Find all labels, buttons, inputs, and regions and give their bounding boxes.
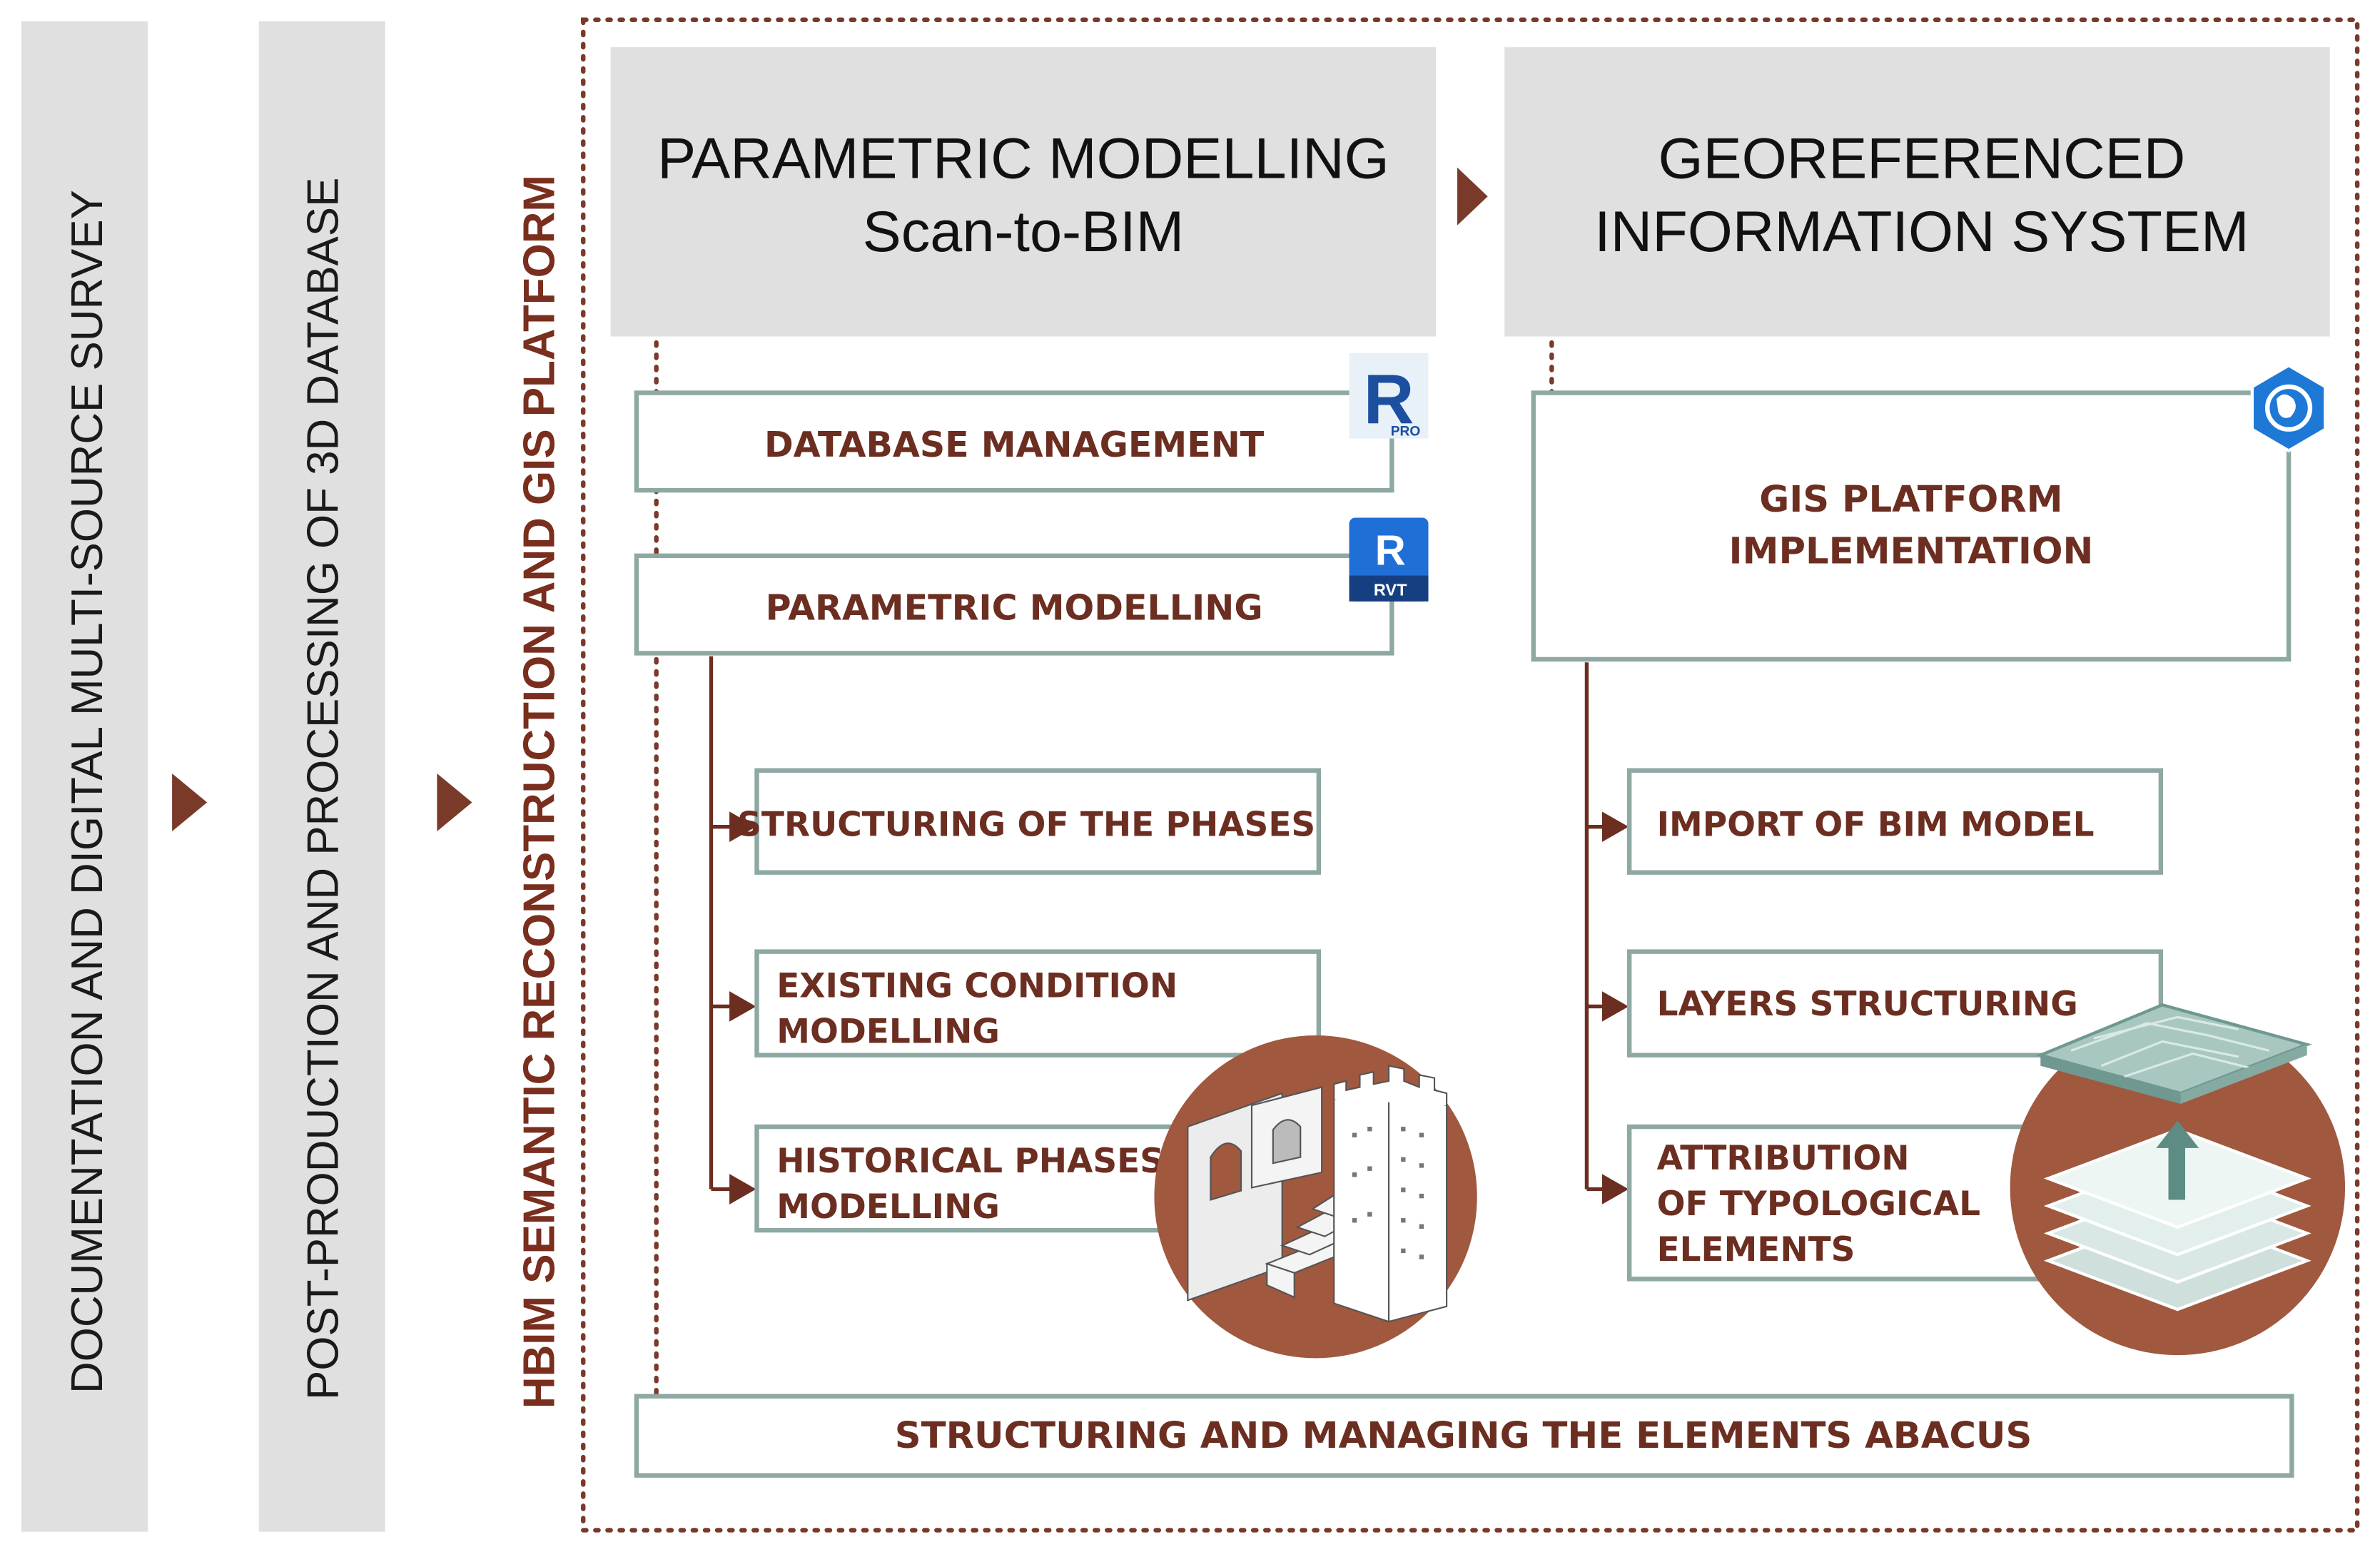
svg-text:R: R (1375, 527, 1406, 574)
abacus-box (634, 1394, 2294, 1478)
stage-arrow-1 (172, 773, 208, 832)
database-management-box (634, 390, 1394, 493)
structuring-phases-box (754, 768, 1322, 875)
revit-pro-icon: R PRO (1349, 353, 1429, 439)
existing-condition-label-1: EXISTING CONDITION (776, 967, 1178, 1006)
database-management-label: DATABASE MANAGEMENT (764, 424, 1265, 465)
attribution-label-3: ELEMENTS (1657, 1230, 1855, 1269)
layers-structuring-label: LAYERS STRUCTURING (1657, 985, 2078, 1024)
gis-platform-box (1531, 390, 2292, 662)
abacus-label: STRUCTURING AND MANAGING THE ELEMENTS AB… (895, 1414, 2032, 1457)
structuring-phases-label: STRUCTURING OF THE PHASES (737, 805, 1315, 844)
svg-text:PRO: PRO (1391, 424, 1421, 439)
import-bim-label: IMPORT OF BIM MODEL (1657, 805, 2095, 844)
gis-header-subtitle: INFORMATION SYSTEM (1594, 200, 2249, 264)
left-tree-lines (709, 656, 756, 1204)
gis-layers-illustration (2010, 1003, 2346, 1356)
attribution-label-1: ATTRIBUTION (1657, 1139, 1910, 1178)
stage-arrow-2 (437, 773, 472, 832)
stage3-label: HBIM SEMANTIC RECONSTRUCTION AND GIS PLA… (515, 175, 564, 1409)
gis-platform-label-2: IMPLEMENTATION (1728, 530, 2093, 573)
architecture-illustration (1154, 1035, 1477, 1359)
parametric-header-title: PARAMETRIC MODELLING (657, 127, 1389, 191)
stage1-panel (21, 21, 148, 1532)
existing-condition-box (754, 949, 1322, 1058)
stage2-label: POST-PRODUCTION AND PROCESSING OF 3D DAT… (299, 178, 348, 1400)
header-arrow (1457, 167, 1488, 225)
gis-header-title: GEOREFERENCED (1658, 127, 2185, 191)
historical-phases-label-1: HISTORICAL PHASES (776, 1142, 1164, 1181)
parametric-header (610, 47, 1437, 337)
stage1-label: DOCUMENTATION AND DIGITAL MULTI-SOURCE S… (63, 190, 112, 1394)
layers-structuring-box (1626, 949, 2164, 1058)
revit-rvt-icon: R RVT (1349, 517, 1429, 602)
gis-platform-label-1: GIS PLATFORM (1759, 478, 2062, 521)
parametric-modelling-box (634, 553, 1394, 656)
historical-phases-label-2: MODELLING (776, 1187, 1000, 1227)
attribution-label-2: OF TYPOLOGICAL (1657, 1185, 1980, 1224)
arcgis-globe-icon (2250, 363, 2327, 453)
gis-header (1504, 47, 2330, 337)
parametric-header-subtitle: Scan-to-BIM (863, 200, 1185, 264)
svg-text:R: R (1364, 360, 1414, 438)
existing-condition-label-2: MODELLING (776, 1013, 1000, 1052)
parametric-modelling-label: PARAMETRIC MODELLING (766, 587, 1263, 628)
stage2-panel (258, 21, 385, 1532)
svg-text:RVT: RVT (1374, 580, 1407, 599)
right-tree-lines (1584, 662, 1629, 1204)
import-bim-box (1626, 768, 2164, 875)
platform-frame (581, 17, 2360, 1533)
